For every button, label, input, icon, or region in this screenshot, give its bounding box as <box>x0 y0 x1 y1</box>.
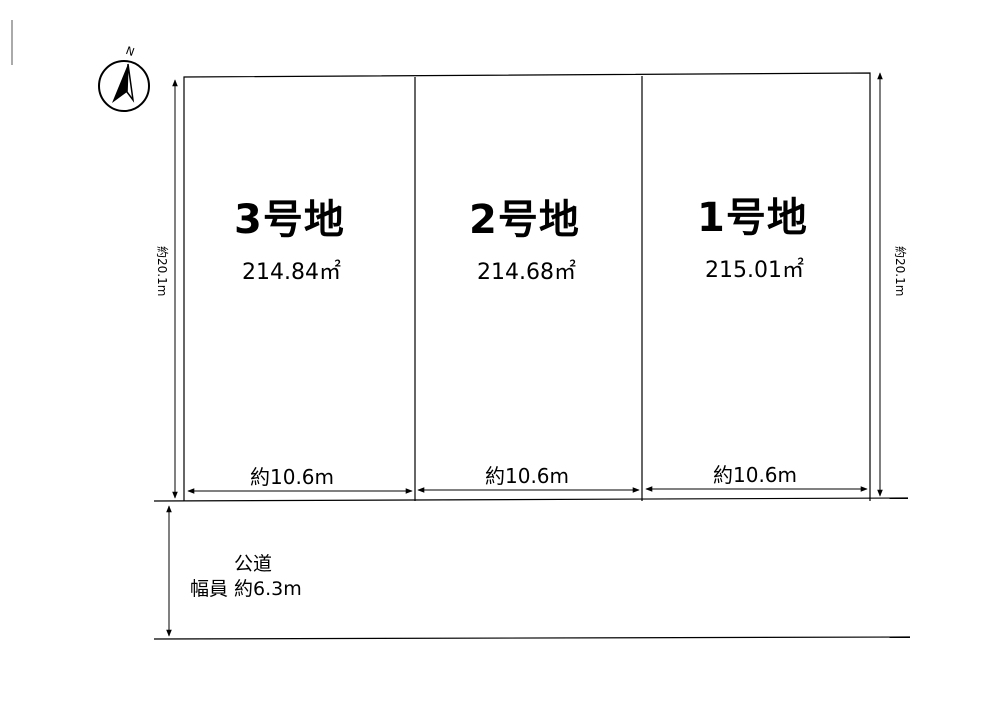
lot-1-width: 約10.6m <box>713 463 798 487</box>
lot-2-name: 2号地 <box>469 197 580 243</box>
road-edge-south <box>153 636 911 640</box>
lot-boundary <box>183 72 871 501</box>
road-type: 公道 <box>234 553 273 575</box>
road-width: 幅員 約6.3m <box>190 578 302 600</box>
depth-label-left: 約20.1m <box>155 246 169 297</box>
lot-1-area: 215.01㎡ <box>705 258 804 283</box>
lot-2-width: 約10.6m <box>485 464 570 488</box>
lot-3-width: 約10.6m <box>250 465 335 489</box>
lot-3-name: 3号地 <box>234 197 345 243</box>
lot-1-name: 1号地 <box>697 195 808 241</box>
lot-3-area: 214.84㎡ <box>242 260 341 285</box>
north-arrow-icon <box>98 60 150 112</box>
road-edge-north <box>153 497 909 502</box>
lot-2-area: 214.68㎡ <box>477 260 576 285</box>
depth-label-right: 約20.1m <box>893 246 907 297</box>
